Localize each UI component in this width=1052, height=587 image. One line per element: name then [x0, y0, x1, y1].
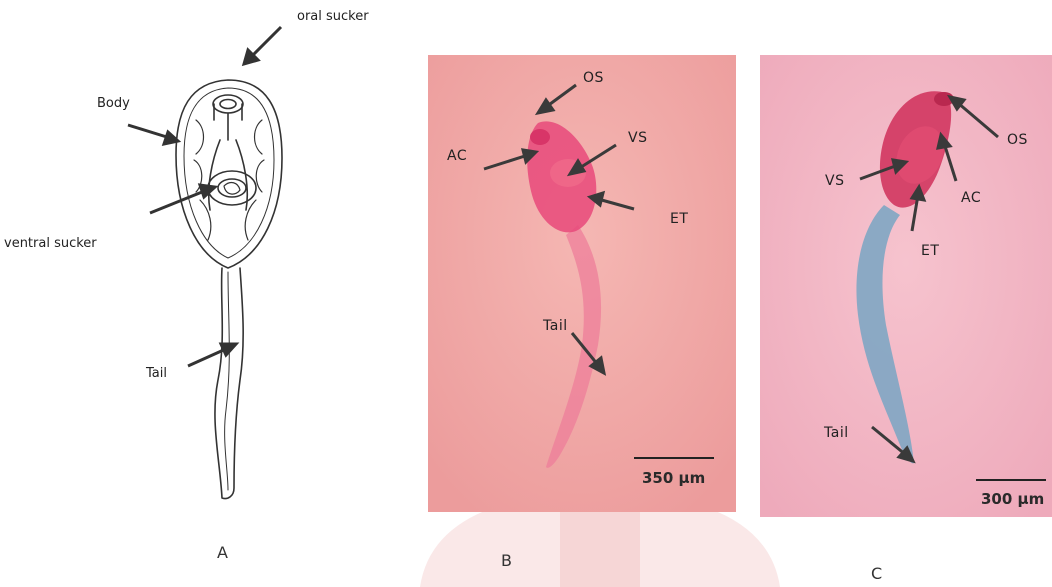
- panel-letter-c: C: [871, 564, 882, 583]
- panel-letter-b: B: [501, 551, 512, 570]
- oral-sucker-shape: [213, 95, 243, 113]
- label-ac-c: AC: [961, 190, 981, 206]
- panel-c-specimen: [760, 55, 1052, 517]
- label-et-b: ET: [670, 211, 688, 227]
- label-os-c: OS: [1007, 132, 1028, 148]
- label-body: Body: [97, 96, 130, 111]
- label-tail-c: Tail: [824, 425, 849, 441]
- label-os-b: OS: [583, 70, 604, 86]
- panel-letter-a: A: [217, 543, 228, 562]
- scale-bar-label-c: 300 µm: [981, 490, 1044, 508]
- panel-b-photo: [428, 55, 736, 512]
- label-vs-b: VS: [628, 130, 647, 146]
- scale-bar-label-b: 350 µm: [642, 469, 705, 487]
- label-tail-b: Tail: [543, 318, 568, 334]
- label-oral-sucker: oral sucker: [297, 9, 369, 24]
- panel-b-specimen: [428, 55, 736, 512]
- panel-c-photo: [760, 55, 1052, 517]
- label-ac-b: AC: [447, 148, 467, 164]
- label-tail-a: Tail: [146, 366, 167, 381]
- label-et-c: ET: [921, 243, 939, 259]
- label-ventral-sucker: ventral sucker: [4, 236, 97, 251]
- label-vs-c: VS: [825, 173, 844, 189]
- tail-shape: [215, 268, 243, 499]
